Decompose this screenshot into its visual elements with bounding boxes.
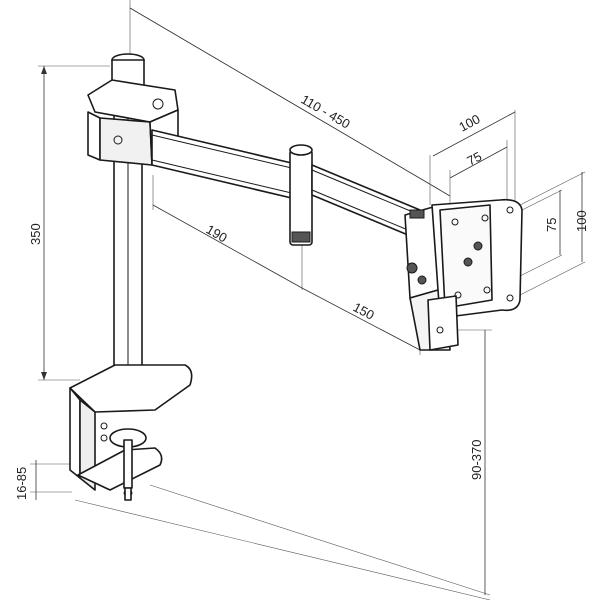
arm-joint xyxy=(289,144,313,246)
desk-clamp xyxy=(69,364,193,501)
label-clamp-thickness: 16-85 xyxy=(14,467,29,500)
arm-segment-1 xyxy=(151,129,301,201)
label-arm-segment-2: 150 xyxy=(351,299,377,322)
label-pole-height: 350 xyxy=(28,223,43,245)
label-vesa-inner-vertical: 75 xyxy=(544,218,559,232)
label-mount-height: 90-370 xyxy=(469,440,484,480)
label-arm-segment-1: 190 xyxy=(204,222,230,246)
label-vesa-inner-horizontal: 75 xyxy=(464,149,484,169)
pole-collar xyxy=(87,53,179,166)
arm-segment-2 xyxy=(311,164,421,241)
label-vesa-outer-vertical: 100 xyxy=(574,210,589,232)
vesa-plate xyxy=(427,198,523,351)
